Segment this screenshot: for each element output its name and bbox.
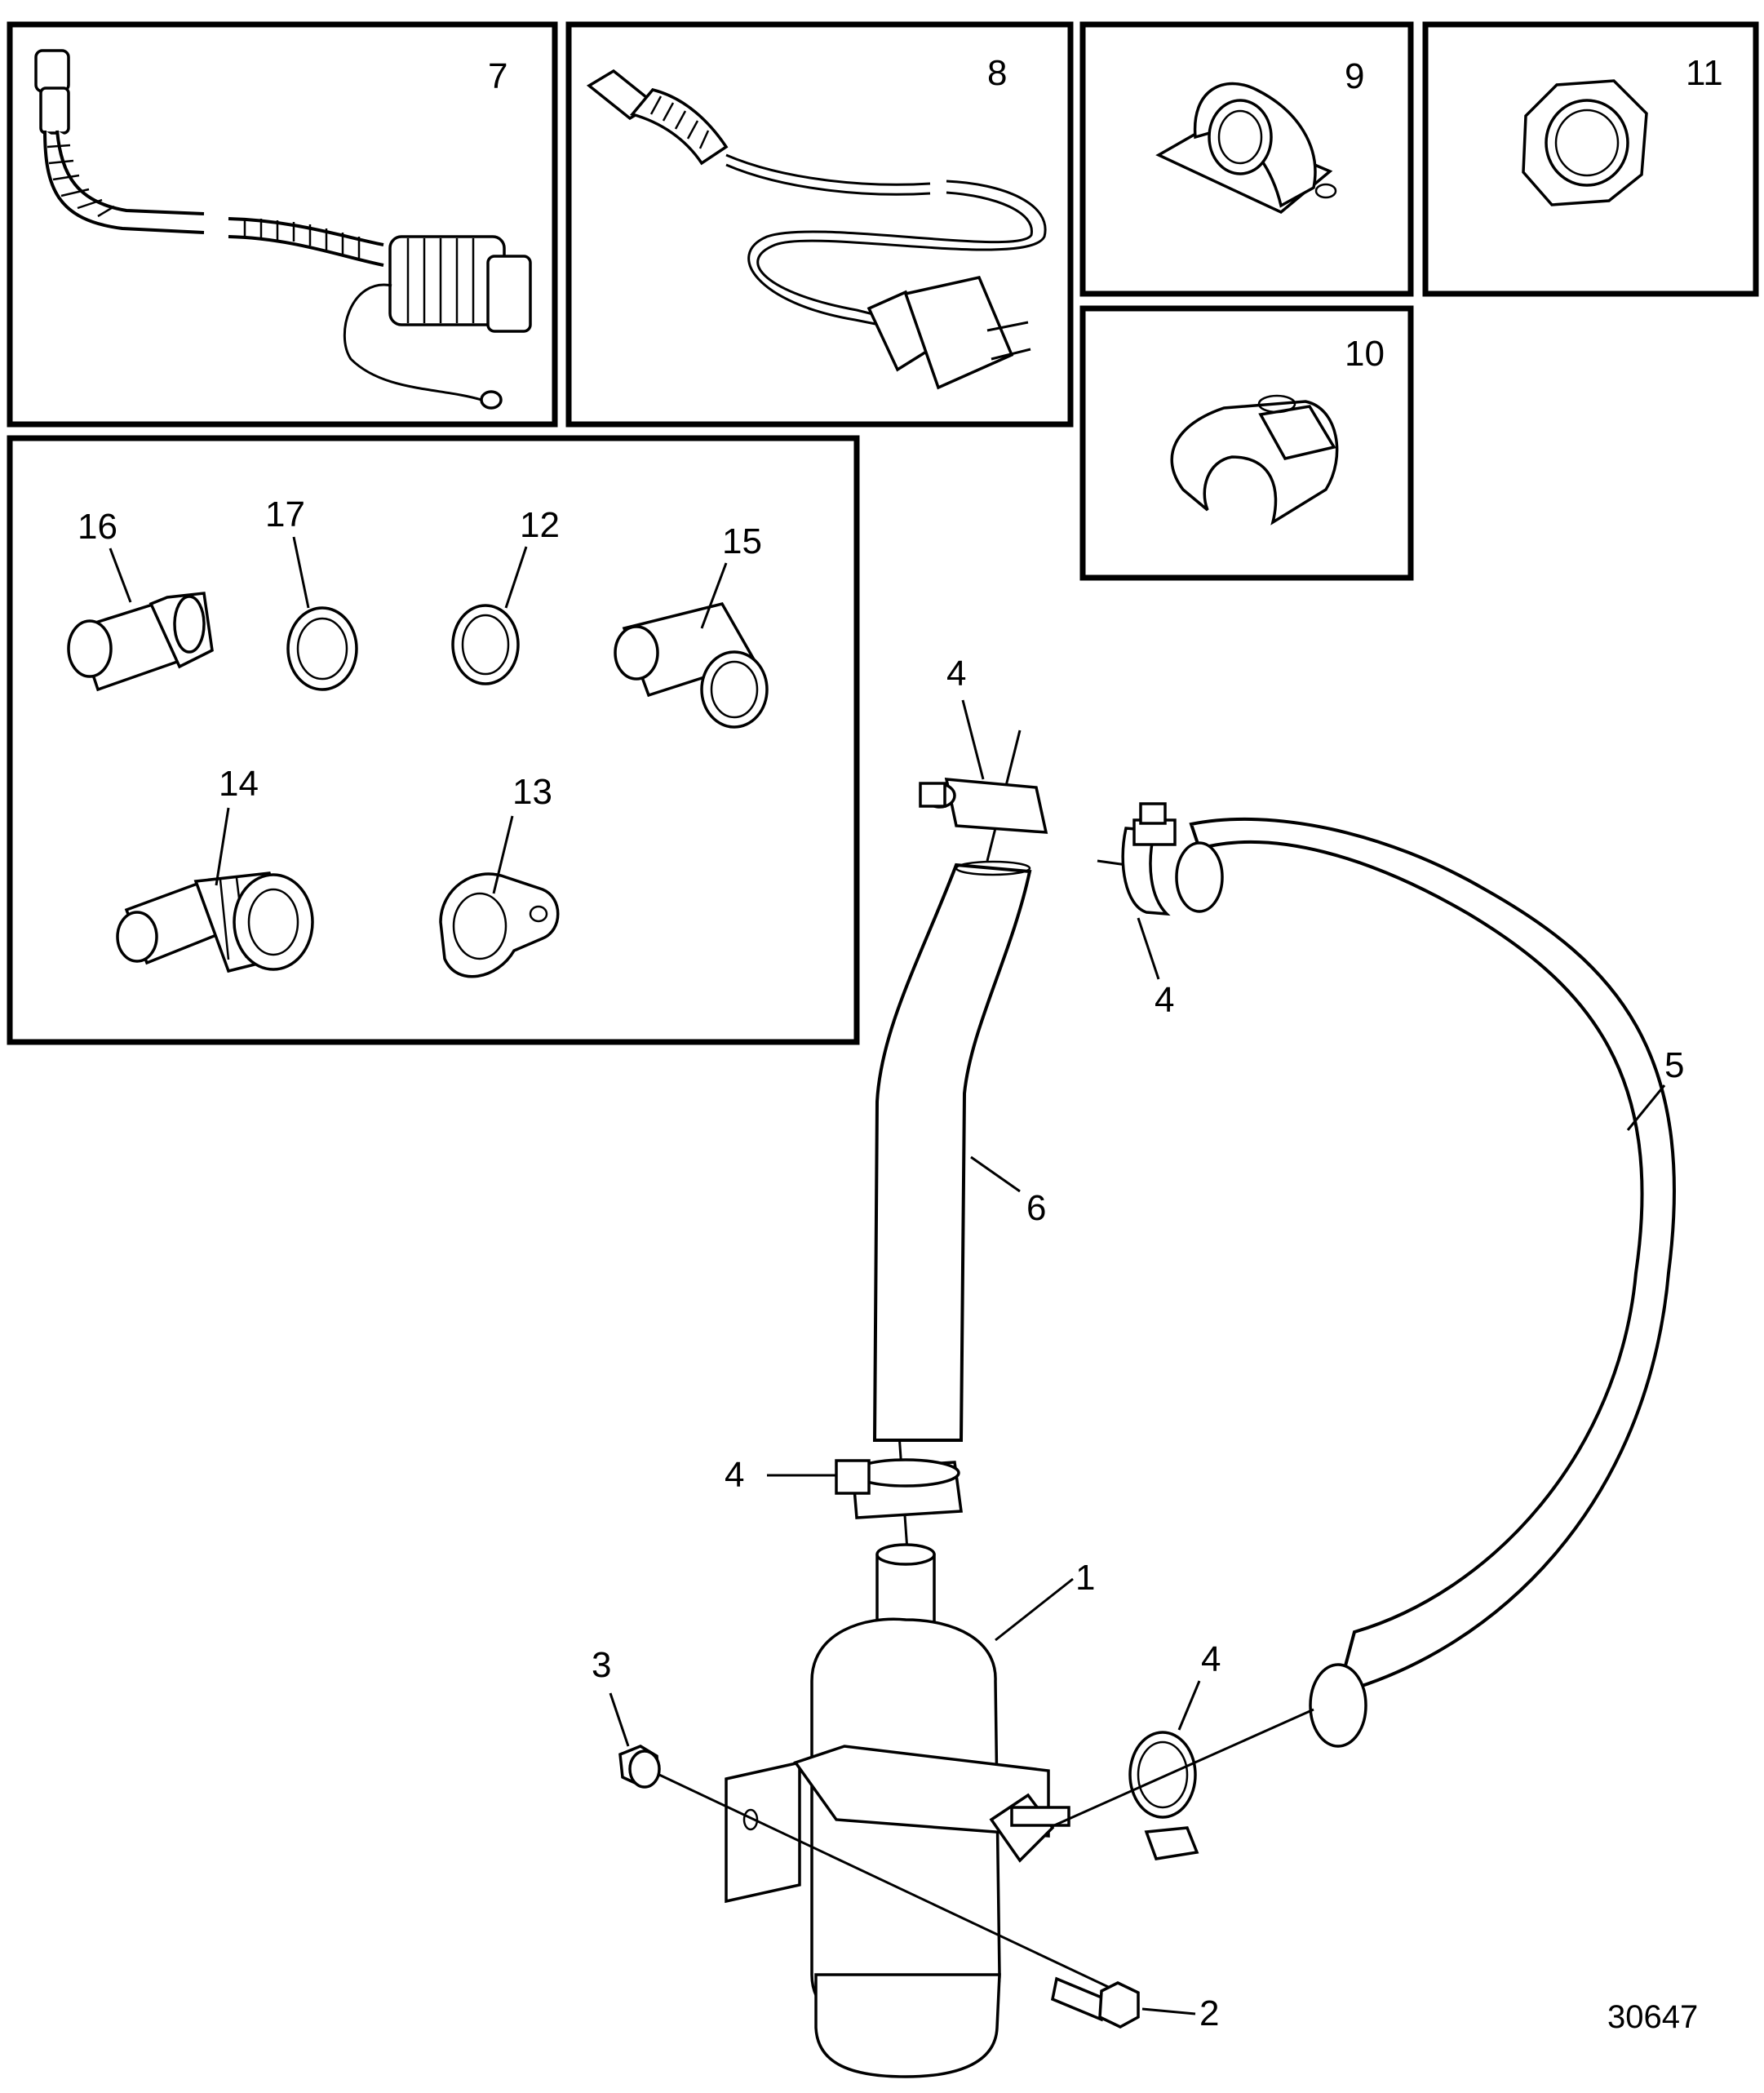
leader-16 — [109, 548, 132, 603]
part-16-nipple — [67, 592, 214, 692]
leader-14 — [215, 807, 230, 886]
callout-4a: 4 — [946, 654, 966, 694]
leader-5 — [1626, 1084, 1666, 1131]
part-7-heater-cable-socket — [34, 49, 532, 410]
axis-line-bolt — [658, 1773, 1135, 2001]
hose-clamp-4c — [835, 1458, 963, 1519]
callout-7: 7 — [488, 56, 507, 96]
part-12-sealing-ring — [451, 604, 520, 685]
part-13-gasket — [439, 872, 560, 978]
leader-2 — [1141, 2007, 1196, 2015]
part-9-mounting-bracket — [1155, 82, 1337, 215]
callout-3: 3 — [592, 1645, 611, 1685]
frame-parts-12-17 — [7, 435, 860, 1045]
figure-reference-number: 30647 — [1607, 1999, 1698, 2035]
leader-17 — [292, 536, 310, 609]
leader-12 — [504, 546, 528, 609]
callout-1: 1 — [1075, 1558, 1095, 1598]
callout-6: 6 — [1026, 1188, 1046, 1228]
hose-5-top-end — [1175, 841, 1224, 913]
callout-4d: 4 — [1201, 1639, 1221, 1679]
hose-6 — [872, 862, 1032, 1442]
frame-part-9 — [1079, 21, 1414, 297]
leader-13 — [492, 815, 514, 894]
callout-13: 13 — [512, 772, 552, 812]
part-8-mains-cable-plug — [586, 69, 1047, 390]
hose-clamp-4d — [1128, 1731, 1199, 1860]
leader-4a — [961, 699, 985, 780]
engine-heater-1 — [725, 1543, 1070, 2078]
callout-5: 5 — [1664, 1045, 1684, 1085]
hose-5-bottom-end — [1309, 1663, 1367, 1748]
callout-14: 14 — [219, 764, 259, 804]
callout-16: 16 — [78, 507, 117, 547]
leader-4b — [1137, 917, 1160, 980]
callout-11: 11 — [1686, 53, 1723, 93]
frame-part-7 — [7, 21, 558, 428]
nut-3 — [618, 1745, 661, 1789]
callout-12: 12 — [520, 505, 560, 545]
part-15-nipple — [614, 601, 769, 729]
part-17-sealing-ring — [286, 606, 358, 691]
callout-15: 15 — [722, 521, 762, 561]
callout-2: 2 — [1199, 1993, 1219, 2033]
axis-line-outlet — [1052, 1708, 1314, 1828]
callout-4b: 4 — [1155, 980, 1174, 1020]
hose-5 — [1189, 817, 1676, 1696]
frame-part-11 — [1422, 21, 1759, 297]
callout-8: 8 — [987, 53, 1007, 93]
frame-part-10 — [1079, 305, 1414, 581]
part-11-hex-nut — [1522, 79, 1648, 206]
part-10-hose-clip — [1170, 394, 1339, 525]
leader-4d — [1177, 1680, 1201, 1731]
bolt-2 — [1051, 1976, 1140, 2029]
callout-4c: 4 — [725, 1455, 744, 1495]
leader-6 — [970, 1155, 1021, 1193]
hose-clamp-4a — [919, 778, 1048, 834]
callout-9: 9 — [1345, 56, 1364, 96]
frame-part-8 — [565, 21, 1074, 428]
leader-1 — [995, 1577, 1074, 1642]
leader-3 — [609, 1692, 630, 1747]
part-14-elbow — [116, 871, 314, 973]
hose-clamp-4b — [1121, 802, 1177, 916]
callout-10: 10 — [1345, 334, 1385, 374]
callout-17: 17 — [265, 494, 305, 534]
leader-15 — [700, 562, 728, 629]
